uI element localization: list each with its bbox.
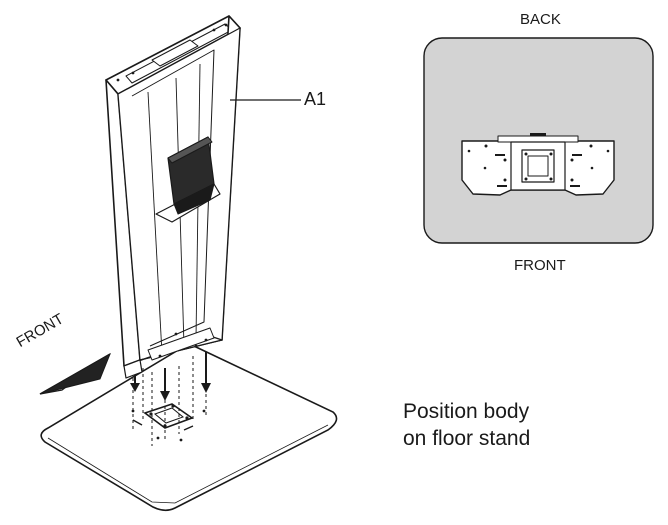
part-label-a1: A1 xyxy=(304,89,327,109)
front-direction-arrow xyxy=(39,352,111,395)
detail-view-panel xyxy=(423,37,654,244)
base-mounting-plate xyxy=(131,403,206,442)
detail-back-label: BACK xyxy=(520,11,561,28)
detail-holes xyxy=(467,144,610,182)
instruction-line-2: on floor stand xyxy=(403,427,531,450)
instruction-caption: Position body on floor stand xyxy=(403,398,530,452)
internal-bracket xyxy=(155,136,221,223)
detail-front-label: FRONT xyxy=(514,257,566,274)
detail-bracket xyxy=(461,133,615,196)
detail-slots xyxy=(495,154,582,187)
instruction-line-1: Position body xyxy=(403,400,530,423)
placement-arrows xyxy=(130,352,211,401)
